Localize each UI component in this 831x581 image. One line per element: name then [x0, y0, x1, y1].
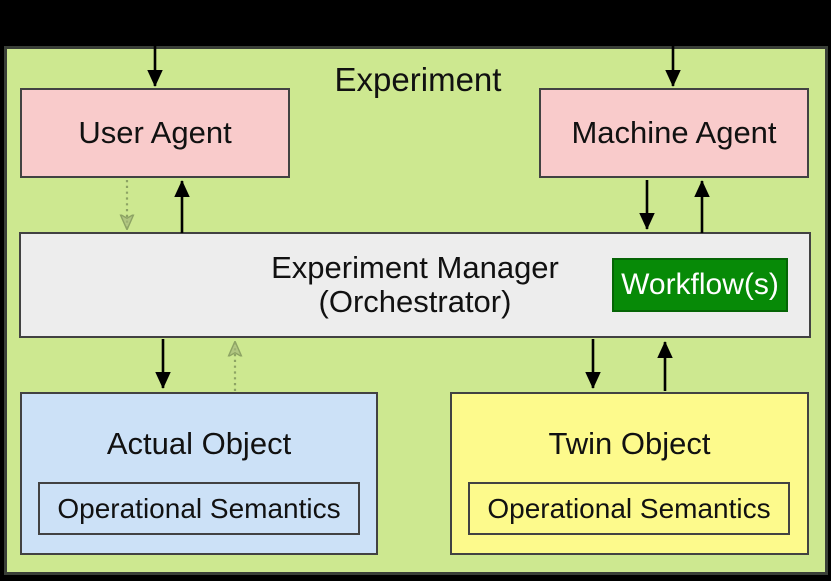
actual-operational-semantics-node: Operational Semantics — [38, 482, 360, 535]
machine-agent-node: Machine Agent — [539, 88, 809, 178]
experiment-group-label: Experiment — [334, 61, 502, 98]
experiment-manager-label-line1: Experiment Manager — [271, 250, 559, 285]
twin-object-node: Twin Object Operational Semantics — [450, 392, 809, 555]
workflow-label: Workflow(s) — [621, 268, 779, 301]
user-agent-label: User Agent — [78, 115, 232, 150]
twin-object-label: Twin Object — [548, 426, 711, 461]
experiment-manager-node: Experiment Manager (Orchestrator) Workfl… — [19, 232, 811, 338]
workflow-node: Workflow(s) — [612, 258, 788, 312]
twin-operational-semantics-node: Operational Semantics — [468, 482, 790, 535]
experiment-manager-label-line2: (Orchestrator) — [318, 284, 512, 319]
actual-object-node: Actual Object Operational Semantics — [20, 392, 378, 555]
twin-operational-semantics-label: Operational Semantics — [487, 492, 771, 524]
actual-object-label: Actual Object — [106, 426, 292, 461]
machine-agent-label: Machine Agent — [571, 115, 777, 150]
actual-operational-semantics-label: Operational Semantics — [57, 492, 341, 524]
user-agent-node: User Agent — [20, 88, 290, 178]
